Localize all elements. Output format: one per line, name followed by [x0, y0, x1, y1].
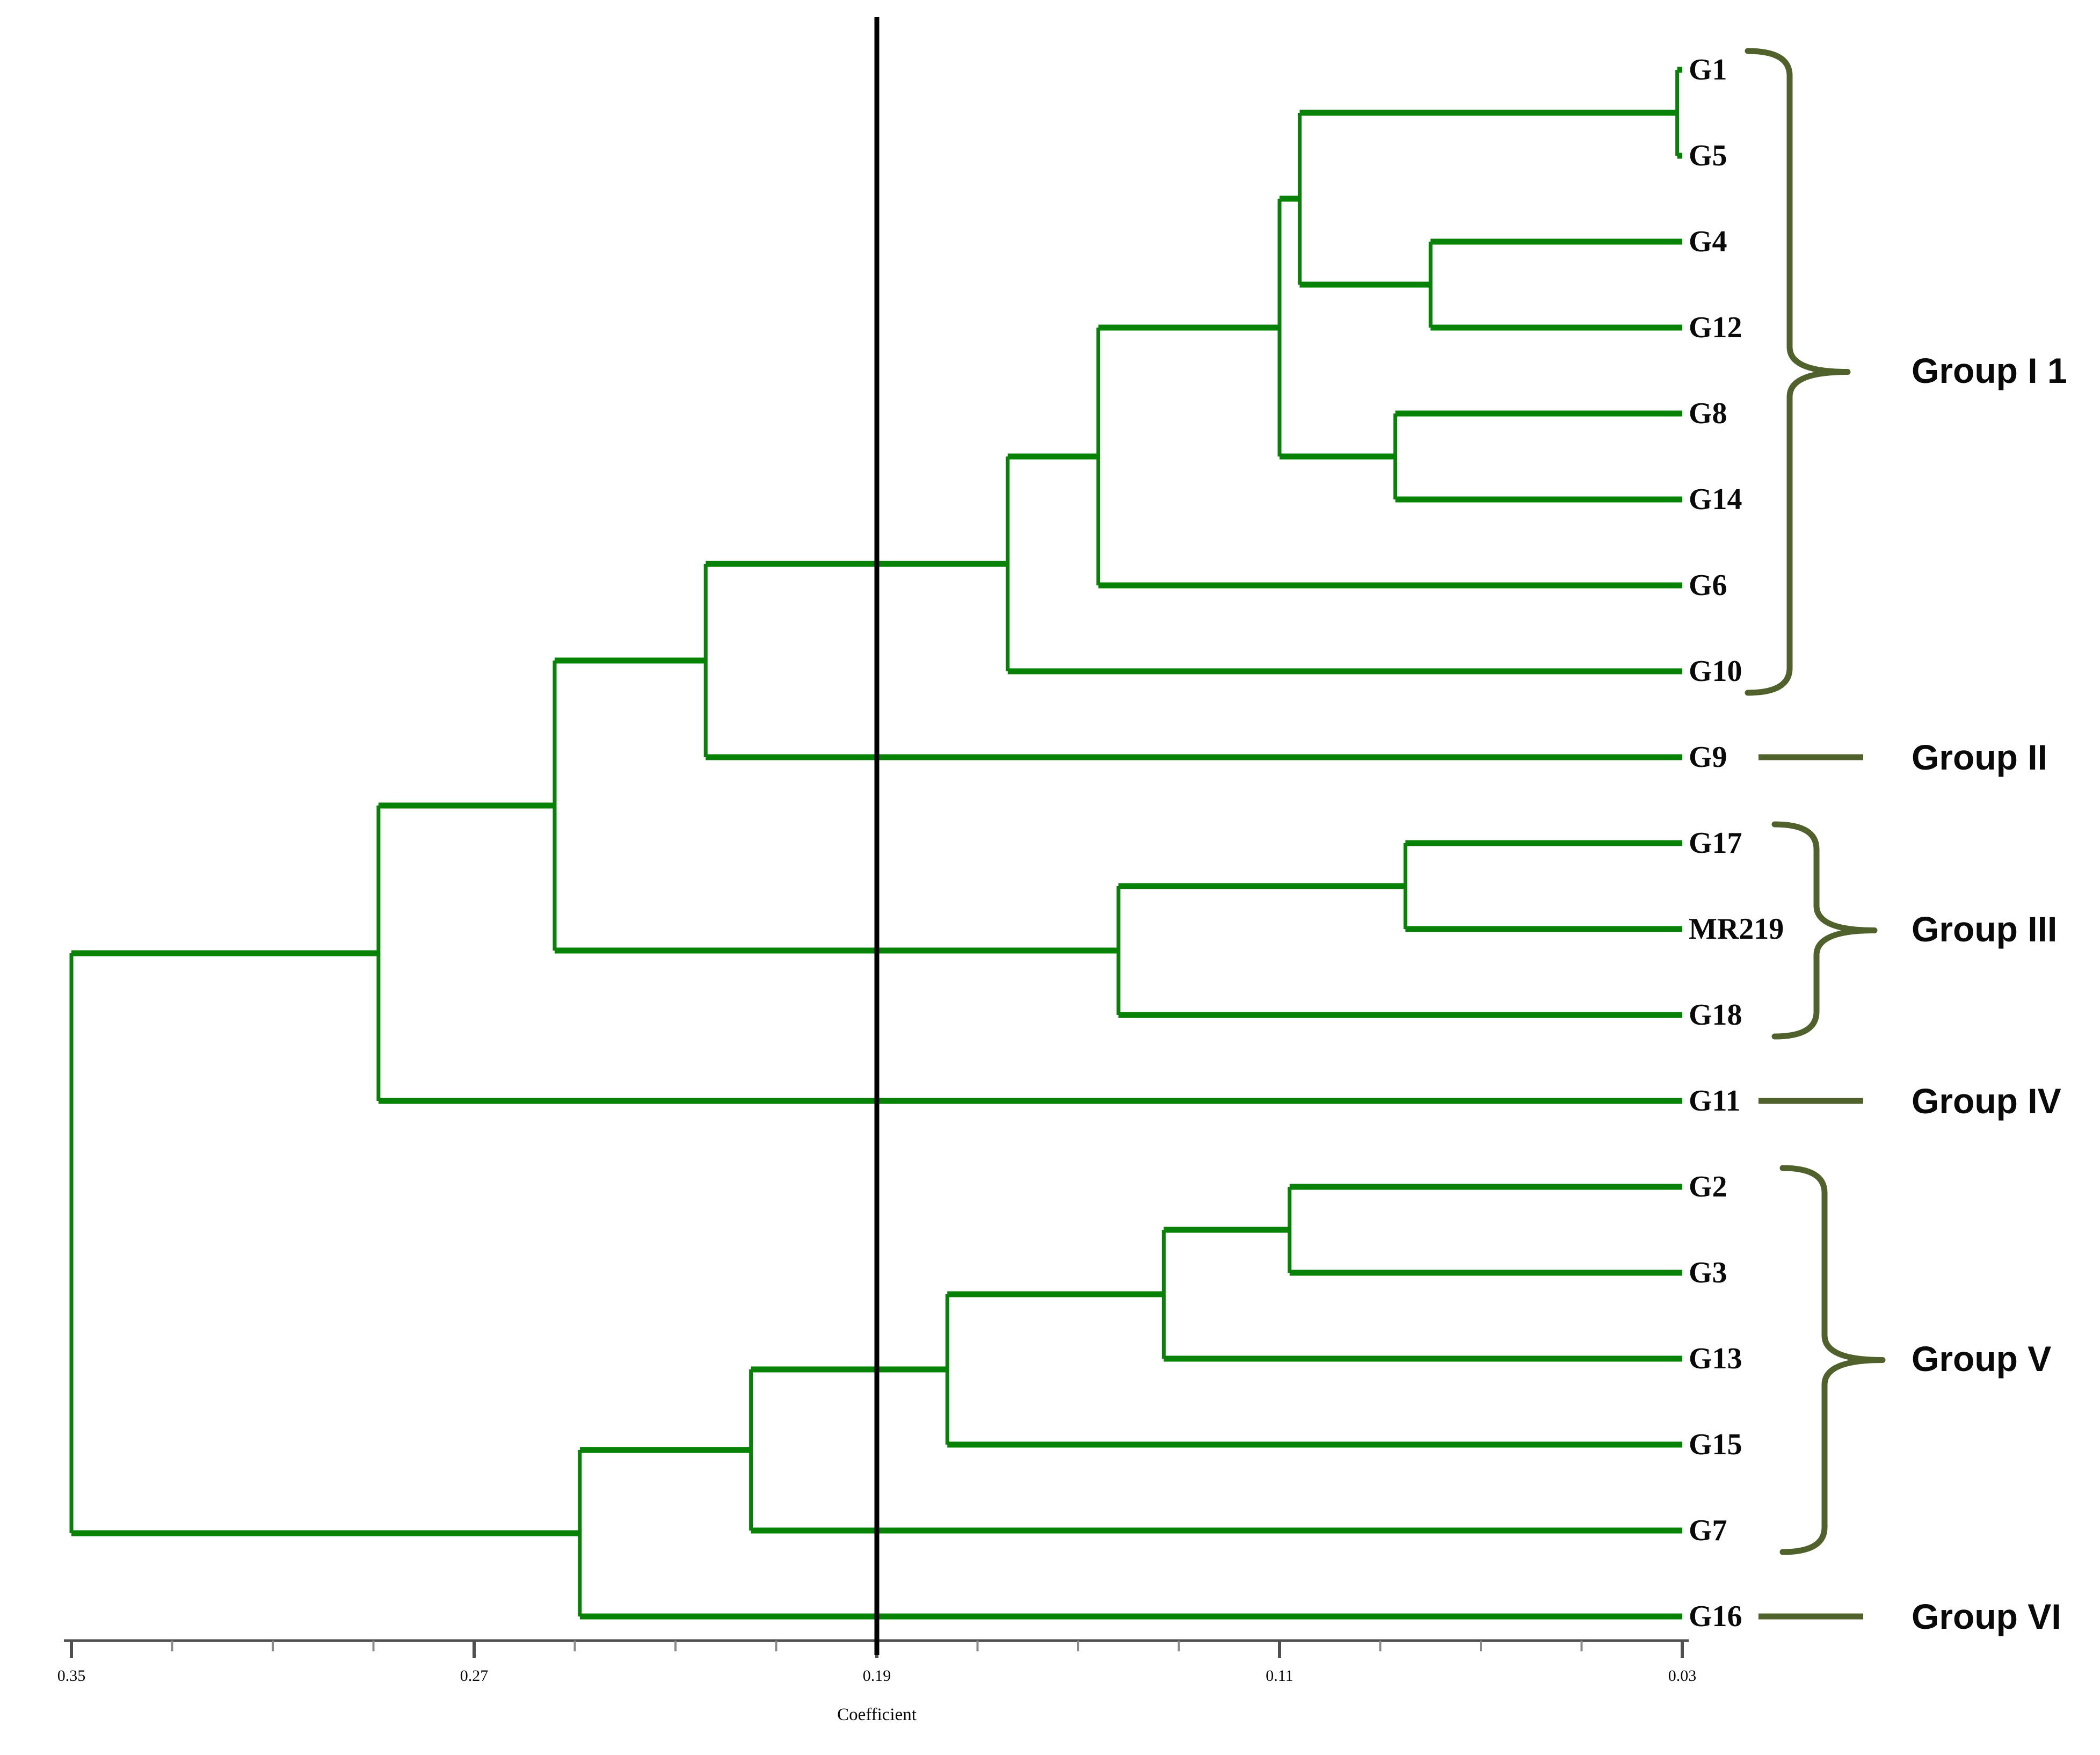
leaf-label-g4: G4 [1689, 225, 1727, 258]
group-label-vi: Group VI [1912, 1597, 2061, 1636]
tick-label-0.11: 0.11 [1266, 1667, 1293, 1685]
tree-branches [69, 67, 1682, 1620]
leaf-label-g10: G10 [1689, 655, 1742, 688]
tick-label-0.27: 0.27 [460, 1667, 489, 1685]
leaf-labels: G1G5G4G12G8G14G6G10G9G17MR219G18G11G2G3G… [1689, 53, 1784, 1633]
tick-label-0.35: 0.35 [57, 1667, 86, 1685]
leaf-label-mr219: MR219 [1689, 912, 1784, 946]
leaf-label-g7: G7 [1689, 1514, 1727, 1547]
group-label-ii: Group II [1912, 737, 2047, 777]
leaf-label-g14: G14 [1689, 483, 1742, 516]
group-annotations: Group I 1 Group II Group III Group IV Group … [1745, 48, 2067, 1636]
tick-label-0.19: 0.19 [863, 1667, 891, 1685]
group-label-v: Group V [1912, 1339, 2051, 1379]
leaf-label-g11: G11 [1689, 1084, 1740, 1118]
group-bracket-v [1779, 1165, 1886, 1555]
leaf-label-g9: G9 [1689, 741, 1727, 774]
group-label-i: Group I 1 [1912, 351, 2067, 390]
leaf-label-g18: G18 [1689, 998, 1742, 1032]
leaf-label-g15: G15 [1689, 1428, 1742, 1461]
axis-title: Coefficient [837, 1705, 917, 1724]
leaf-label-g3: G3 [1689, 1256, 1727, 1289]
leaf-label-g17: G17 [1689, 826, 1742, 860]
leaf-label-g12: G12 [1689, 311, 1742, 344]
leaf-label-g5: G5 [1689, 139, 1727, 172]
leaf-label-g1: G1 [1689, 53, 1727, 86]
group-bracket-i [1745, 48, 1851, 696]
leaf-label-g6: G6 [1689, 569, 1727, 602]
leaf-label-g2: G2 [1689, 1170, 1727, 1203]
group-bracket-iii [1771, 821, 1878, 1040]
leaf-label-g8: G8 [1689, 397, 1727, 430]
group-label-iv: Group IV [1912, 1081, 2061, 1121]
tick-label-0.03: 0.03 [1668, 1667, 1697, 1685]
leaf-label-g16: G16 [1689, 1600, 1742, 1633]
leaf-label-g13: G13 [1689, 1342, 1742, 1375]
group-label-iii: Group III [1912, 909, 2057, 949]
